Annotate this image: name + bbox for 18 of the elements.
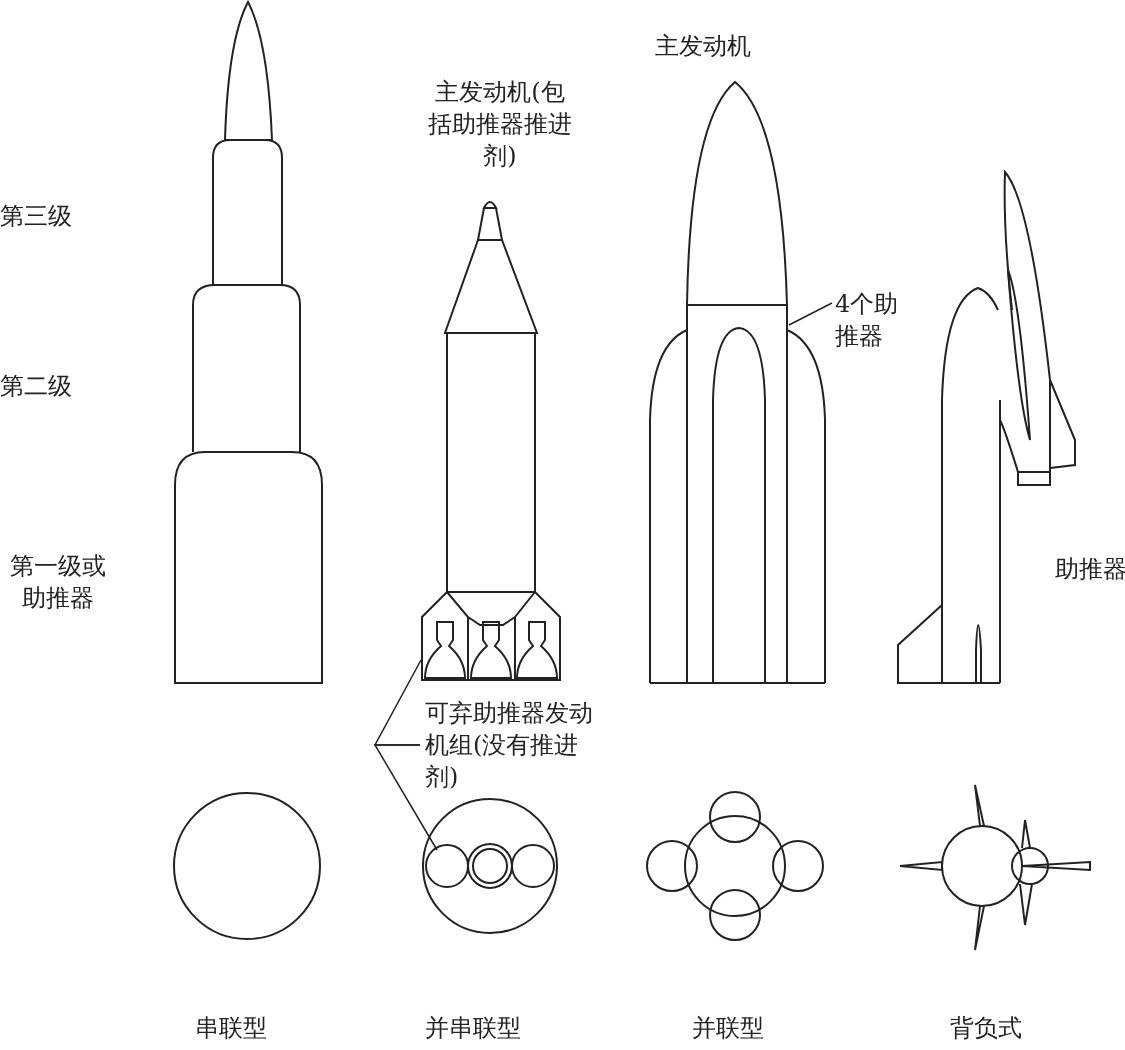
leader-line	[788, 302, 833, 326]
leader-line	[373, 744, 438, 851]
type-caption: 串联型	[195, 1013, 267, 1044]
leader-line	[373, 659, 422, 746]
engine-cluster-drawing	[421, 591, 561, 681]
engine-label: 主发动机	[655, 31, 751, 62]
type-caption: 并联型	[692, 1013, 764, 1044]
stage-label: 第二级	[0, 371, 72, 402]
callout-label: 可弃助推器发动机组(没有推进剂)	[425, 697, 605, 793]
type-caption: 背负式	[950, 1013, 1022, 1044]
stage-label: 第一级或助推器	[8, 551, 107, 614]
stage-label: 第三级	[0, 201, 72, 232]
part-label: 助推器	[1055, 554, 1125, 585]
cross-section-drawing	[422, 798, 558, 934]
booster-drawing	[649, 327, 826, 684]
callout-label: 4个助推器	[835, 288, 913, 352]
engine-label: 主发动机(包括助推器推进剂)	[427, 77, 573, 172]
type-caption: 并串联型	[425, 1013, 521, 1044]
